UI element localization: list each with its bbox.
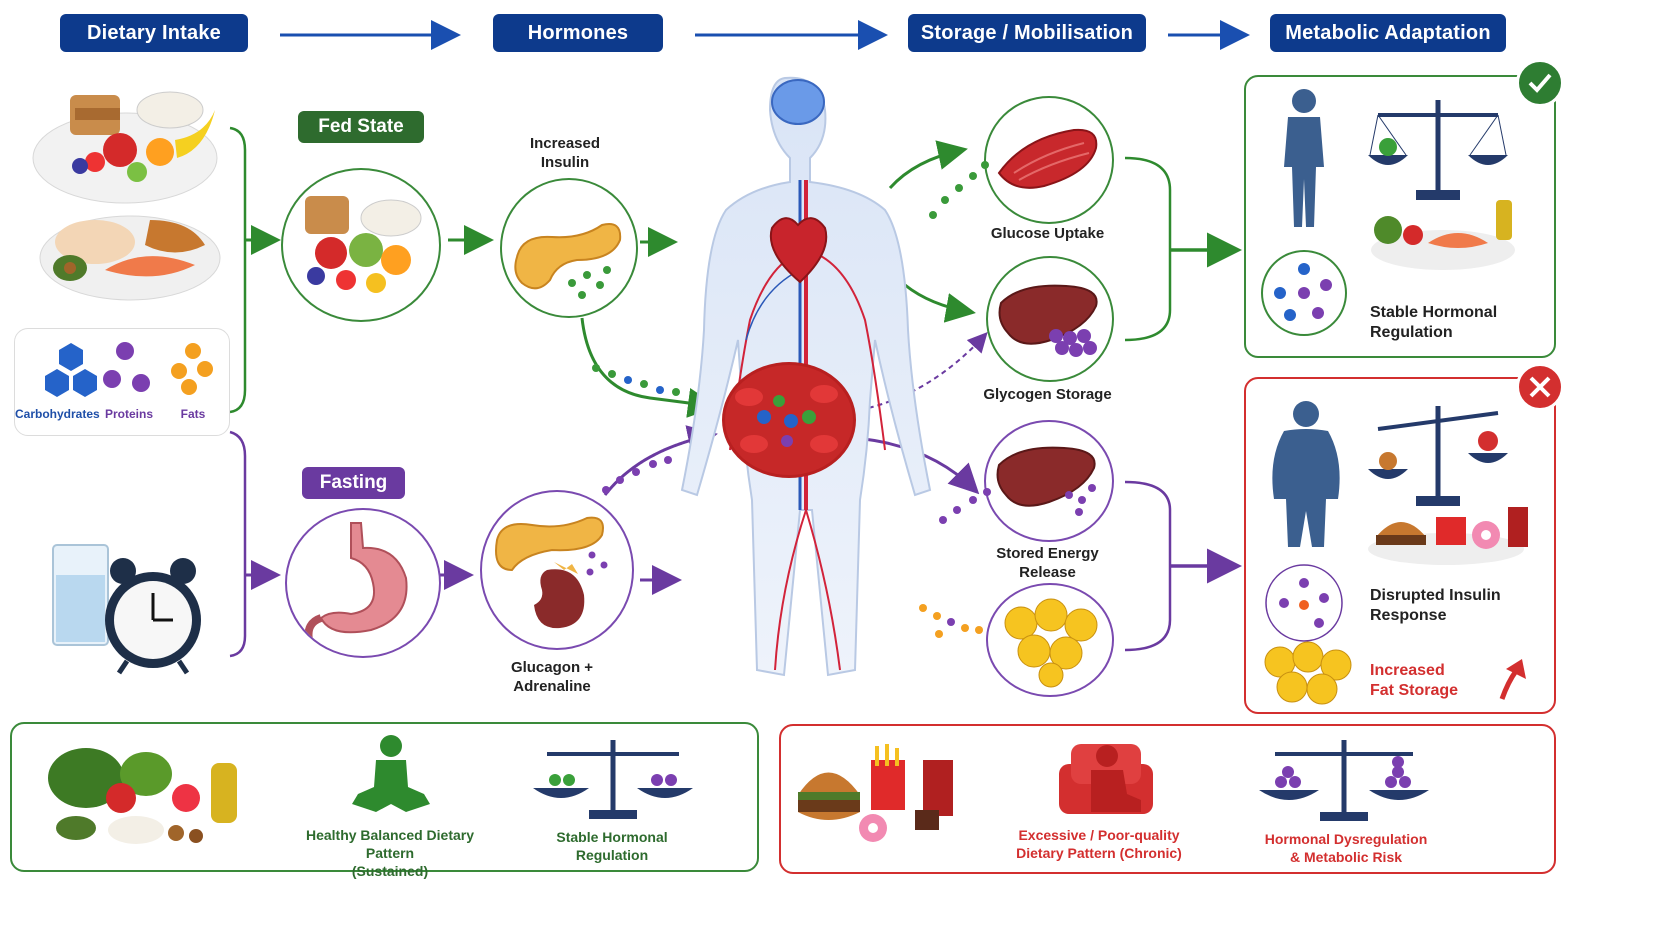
macronutrient-panel: Carbohydrates Proteins Fats <box>14 328 230 436</box>
armchair-icon <box>1059 744 1153 814</box>
blood-cells-icon <box>735 385 838 453</box>
fat-particles <box>919 604 983 638</box>
fat-storage-icon <box>1264 641 1352 705</box>
glucagon-adrenaline-label: Glucagon + Adrenaline <box>510 659 594 695</box>
insulin-circle <box>500 178 638 318</box>
glycogen-circle <box>986 256 1114 382</box>
balanced-scale-icon <box>1368 100 1508 200</box>
carbohydrates-label: Carbohydrates <box>15 407 100 421</box>
healthy-pattern-panel: Healthy Balanced Dietary Pattern (Sustai… <box>10 722 759 879</box>
disrupted-insulin-response-label: Disrupted Insulin Response <box>1370 587 1501 624</box>
fed-state-tag: Fed State <box>298 111 424 143</box>
disrupted-outcome-panel: Disrupted Insulin Response Increased Fat… <box>1244 377 1556 714</box>
brain-icon <box>771 79 825 125</box>
heart-icon <box>769 217 828 284</box>
insulin-particles <box>592 364 680 396</box>
obese-body-icon <box>1272 401 1340 547</box>
bloodstream-circle <box>722 362 856 478</box>
check-badge <box>1516 59 1564 107</box>
proteins-label: Proteins <box>104 407 153 421</box>
stomach-icon <box>304 522 408 641</box>
poor-pattern-label: Excessive / Poor-quality Dietary Pattern… <box>1016 827 1182 861</box>
poor-pattern-panel: Excessive / Poor-quality Dietary Pattern… <box>779 724 1556 874</box>
unbalanced-scale-icon <box>1368 406 1508 506</box>
fats-label: Fats <box>180 407 206 421</box>
vegetables-icon <box>48 748 237 844</box>
glucose-particles <box>929 161 989 219</box>
trend-up-icon <box>1499 659 1526 700</box>
healthy-pattern-label: Healthy Balanced Dietary Pattern (Sustai… <box>305 827 475 879</box>
healthy-result-label: Stable Hormonal Regulation <box>556 829 668 863</box>
header-storage-mobilisation: Storage / Mobilisation <box>908 14 1146 52</box>
healthy-food-icon <box>1371 200 1515 270</box>
cross-icon <box>1529 376 1551 398</box>
food-plates-icon <box>32 91 221 301</box>
fed-food-circle <box>281 168 441 322</box>
stable-hormonal-regulation-label: Stable Hormonal Regulation <box>1370 304 1498 341</box>
increased-insulin-label: Increased Insulin <box>529 135 601 171</box>
fats-icon <box>171 343 213 395</box>
muscle-circle <box>984 96 1114 224</box>
junk-food-icon <box>798 744 953 842</box>
header-dietary-intake: Dietary Intake <box>60 14 248 52</box>
imbalanced-scale-icon <box>1259 740 1429 821</box>
water-clock-icon <box>52 544 201 675</box>
balanced-molecule-icon <box>1261 250 1347 336</box>
proteins-icon <box>103 342 150 392</box>
fat-cells-icon <box>1004 598 1098 688</box>
glycogen-storage-label: Glycogen Storage <box>983 386 1112 403</box>
cross-badge <box>1516 363 1564 411</box>
glucagon-circle <box>480 490 634 650</box>
stable-scale-icon <box>533 740 693 819</box>
kidney-icon <box>495 516 608 629</box>
release-particles <box>939 488 991 524</box>
pancreas-icon <box>514 223 622 299</box>
check-icon <box>1528 73 1552 93</box>
carbohydrates-icon <box>45 343 97 397</box>
disrupted-molecule-icon <box>1265 564 1343 642</box>
header-metabolic-adaptation: Metabolic Adaptation <box>1270 14 1506 52</box>
energy-release-circle <box>984 420 1114 542</box>
glucose-uptake-label: Glucose Uptake <box>990 225 1105 242</box>
meditation-icon <box>352 735 430 812</box>
stable-outcome-panel: Stable Hormonal Regulation <box>1244 75 1556 358</box>
muscle-icon <box>997 128 1098 189</box>
liver-icon <box>998 284 1098 357</box>
increased-fat-storage-label: Increased Fat Storage <box>1370 662 1459 699</box>
healthy-body-icon <box>1284 89 1324 227</box>
fasting-tag: Fasting <box>302 467 405 499</box>
junk-food-panel-icon <box>1368 507 1528 565</box>
stored-energy-release-label: Stored Energy Release <box>996 545 1099 581</box>
header-hormones: Hormones <box>493 14 663 52</box>
fasting-stomach-circle <box>285 508 441 658</box>
fed-food-icon <box>305 196 422 293</box>
poor-result-label: Hormonal Dysregulation & Metabolic Risk <box>1264 831 1428 865</box>
fat-cells-circle <box>986 583 1114 697</box>
glucagon-particles <box>602 456 672 494</box>
liver-release-icon <box>996 446 1096 516</box>
